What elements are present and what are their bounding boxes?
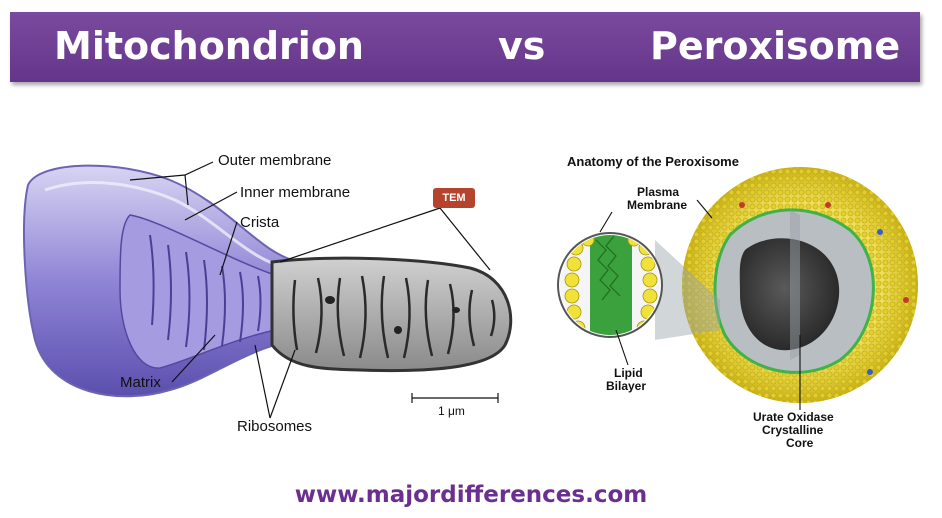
label-urate-oxidase: Urate Oxidase [753, 410, 834, 424]
perox-leader-lines [599, 199, 801, 410]
label-outer-membrane: Outer membrane [218, 152, 332, 169]
title-vs: vs [498, 24, 546, 68]
label-inner-membrane: Inner membrane [240, 184, 351, 201]
title-peroxisome: Peroxisome [650, 24, 901, 68]
title-banner: Mitochondrion vs Peroxisome [10, 12, 920, 82]
scale-bar-label: 1 μm [438, 404, 465, 418]
peroxisome-illustration [557, 167, 918, 403]
label-ribosomes: Ribosomes [237, 418, 313, 435]
label-plasma: Plasma [637, 185, 680, 199]
label-membrane: Membrane [627, 198, 688, 212]
label-core: Core [786, 436, 814, 450]
title-mitochondrion: Mitochondrion [54, 24, 364, 68]
footer-url: www.majordifferences.com [294, 482, 648, 508]
peroxisome-title: Anatomy of the Peroxisome [567, 154, 739, 169]
mitochondrion-illustration [23, 164, 513, 398]
mito-leader-lines [129, 161, 499, 419]
tem-badge: TEM [433, 188, 475, 208]
label-matrix: Matrix [120, 374, 161, 391]
label-crystalline: Crystalline [762, 423, 824, 437]
label-bilayer: Bilayer [606, 379, 647, 393]
label-lipid: Lipid [614, 366, 643, 380]
label-crista: Crista [240, 214, 280, 231]
